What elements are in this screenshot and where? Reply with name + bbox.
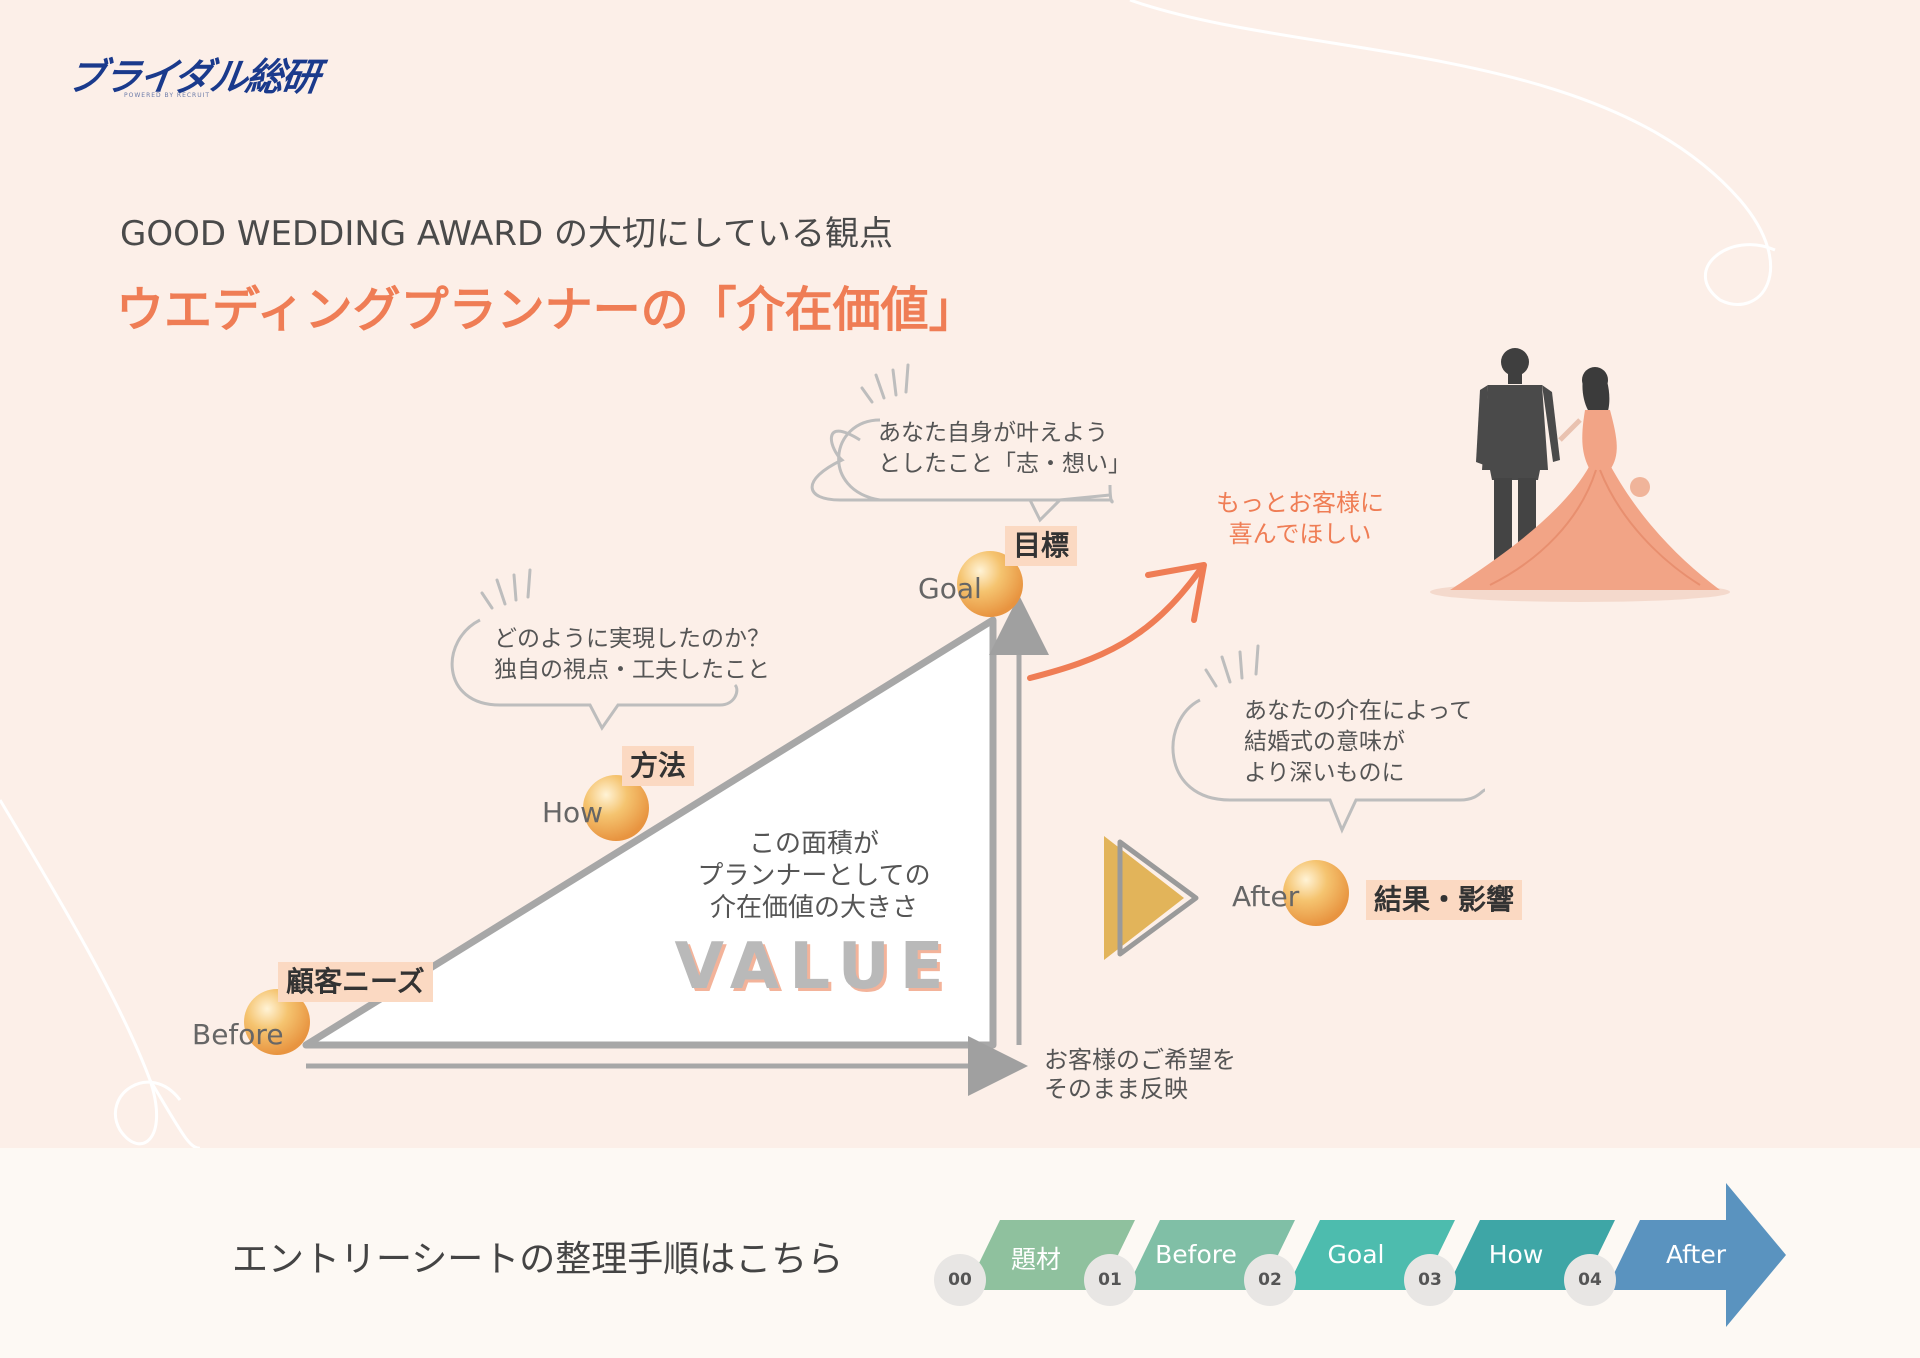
wish-text: もっとお客様に 喜んでほしい xyxy=(1216,489,1384,548)
how-tag: 方法 xyxy=(622,746,695,786)
after-spark-lines xyxy=(1204,644,1260,688)
step-label-2[interactable]: Goal xyxy=(1327,1240,1385,1269)
value-diagram xyxy=(244,348,1730,1096)
goal-bubble-shape xyxy=(837,418,1111,523)
play-arrow-icon xyxy=(1104,836,1199,960)
growth-arrow xyxy=(1027,567,1203,681)
before-label: Before xyxy=(192,1018,284,1051)
value-triangle xyxy=(302,616,997,1049)
how-bubble-shape xyxy=(450,618,739,731)
before-tag: 顧客ニーズ xyxy=(278,962,433,1002)
goal-tag: 目標 xyxy=(1005,526,1078,566)
area-description: この面積が プランナーとしての 介在価値の大きさ xyxy=(697,829,931,923)
step-number-2: 02 xyxy=(1258,1270,1282,1290)
how-bubble-text: どのように実現したのか？ 独自の視点・工夫したこと xyxy=(494,626,770,683)
step-number-4: 04 xyxy=(1578,1270,1602,1290)
how-label: How xyxy=(542,796,604,829)
step-number-1: 01 xyxy=(1098,1270,1122,1290)
step-label-3[interactable]: How xyxy=(1488,1240,1544,1269)
after-label: After xyxy=(1232,880,1300,913)
how-dot xyxy=(583,775,649,841)
goal-bubble-text: あなた自身が叶えよう としたこと「志・想い」 xyxy=(878,420,1131,477)
page-subtitle: GOOD WEDDING AWARD の大切にしている観点 xyxy=(120,214,893,254)
step-number-badge-1 xyxy=(1084,1254,1136,1306)
footer-band xyxy=(0,1148,1920,1358)
brand-logo-sub: POWERED BY RECRUIT xyxy=(124,92,211,99)
goal-label: Goal xyxy=(918,572,982,605)
footer-link-text[interactable]: エントリーシートの整理手順はこちら xyxy=(232,1239,844,1280)
step-number-badge-4 xyxy=(1564,1254,1616,1306)
page-title: ウエディングプランナーの「介在価値」 xyxy=(116,282,977,338)
goal-spark-lines xyxy=(860,363,910,404)
step-label-1[interactable]: Before xyxy=(1155,1240,1237,1269)
value-word: VALUE xyxy=(674,930,954,1004)
step-shape-4[interactable] xyxy=(1606,1183,1786,1327)
after-bubble-shape xyxy=(1171,698,1486,834)
goal-bubble-outline xyxy=(810,429,1114,504)
step-number-0: 00 xyxy=(948,1270,972,1290)
step-number-badge-3 xyxy=(1404,1254,1456,1306)
goal-dot xyxy=(957,551,1023,617)
before-dot xyxy=(244,989,310,1055)
step-number-3: 03 xyxy=(1418,1270,1442,1290)
step-number-badge-2 xyxy=(1244,1254,1296,1306)
step-label-4[interactable]: After xyxy=(1665,1240,1727,1269)
after-tag: 結果・影響 xyxy=(1366,880,1523,920)
wedding-couple-illustration xyxy=(1430,348,1730,602)
step-label-0[interactable]: 題材 xyxy=(1010,1245,1061,1274)
step-number-badge-0 xyxy=(934,1254,986,1306)
after-bubble-text: あなたの介在によって 結婚式の意味が より深いものに xyxy=(1244,698,1473,786)
axis-note: お客様のご希望を そのまま反映 xyxy=(1044,1046,1236,1103)
growth-arrow-head xyxy=(1145,562,1207,623)
how-spark-lines xyxy=(480,568,532,610)
after-dot xyxy=(1283,860,1349,926)
